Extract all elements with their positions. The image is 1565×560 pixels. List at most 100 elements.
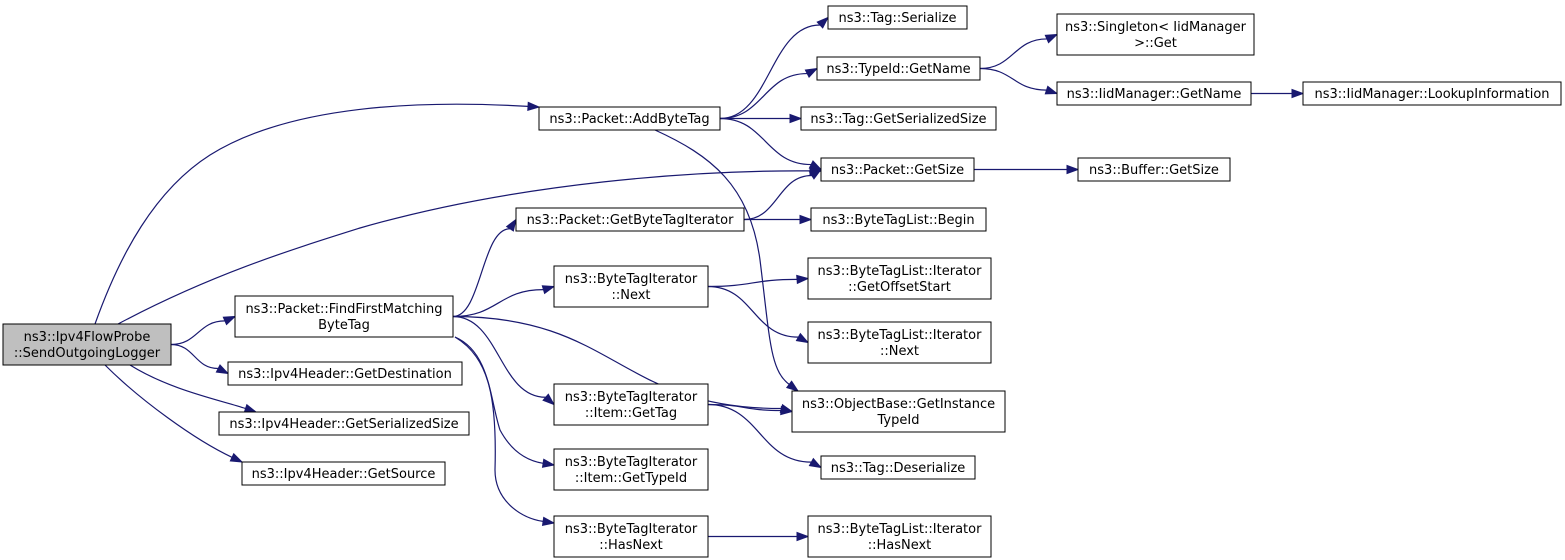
node-btlithasnext-box (807, 515, 992, 558)
node-btlitoffset-label-1: ::GetOffsetStart (848, 280, 951, 295)
node-btlitoffset-label-0: ns3::ByteTagList::Iterator (818, 264, 983, 279)
node-iidgetname[interactable]: ns3::IidManager::GetName (1056, 81, 1252, 106)
node-btigettag-label-0: ns3::ByteTagIterator (565, 390, 698, 405)
edge-root-to-getdest (170, 343, 230, 375)
node-btigettag-box (553, 383, 709, 426)
node-getsersize4[interactable]: ns3::Ipv4Header::GetSerializedSize (218, 411, 470, 436)
node-getsize-label-0: ns3::Packet::GetSize (831, 163, 964, 178)
call-edges (94, 16, 1305, 542)
node-getsize-box (820, 157, 975, 182)
edge-root-to-getsersize4 (129, 364, 258, 413)
node-getbytetagit[interactable]: ns3::Packet::GetByteTagIterator (515, 207, 745, 232)
node-btigettypeid-label-0: ns3::ByteTagIterator (565, 455, 698, 470)
node-btigettag[interactable]: ns3::ByteTagIterator::Item::GetTag (553, 383, 709, 426)
node-tagdeser-label-0: ns3::Tag::Deserialize (831, 461, 966, 476)
node-btigettag-label-1: ::Item::GetTag (585, 406, 677, 421)
node-objinst-box (791, 390, 1006, 433)
node-tagdeser-box (820, 455, 976, 480)
node-findfirst-label-0: ns3::Packet::FindFirstMatching (245, 302, 442, 317)
node-iidlookup-label-0: ns3::IidManager::LookupInformation (1314, 87, 1549, 102)
node-btlithasnext-label-1: ::HasNext (868, 538, 932, 553)
edge-root-to-findfirst (170, 315, 237, 346)
node-getdest[interactable]: ns3::Ipv4Header::GetDestination (227, 361, 463, 386)
edge-addbytetag-to-taggetsersize (720, 113, 803, 124)
node-root-label-1: ::SendOutgoingLogger (14, 346, 161, 361)
node-btinext[interactable]: ns3::ByteTagIterator::Next (553, 265, 709, 308)
edge-addbytetag-to-getsize (719, 117, 823, 171)
node-btigettypeid-box (553, 448, 709, 491)
node-btlitoffset-box (807, 257, 992, 300)
edge-iidgetname-to-iidlookup (1250, 88, 1305, 99)
node-tagdeser[interactable]: ns3::Tag::Deserialize (820, 455, 976, 480)
edge-addbytetag-to-objinst (654, 129, 800, 392)
node-getbytetagit-label-0: ns3::Packet::GetByteTagIterator (527, 213, 735, 228)
node-btlbegin-label-0: ns3::ByteTagList::Begin (822, 213, 974, 228)
call-nodes: ns3::Ipv4FlowProbe::SendOutgoingLoggerns… (2, 5, 1562, 558)
node-btihasnext[interactable]: ns3::ByteTagIterator::HasNext (553, 515, 709, 558)
node-addbytetag-box (538, 106, 721, 131)
node-btlitnext-label-0: ns3::ByteTagList::Iterator (818, 328, 983, 343)
edge-btinext-to-btlitoffset (707, 274, 810, 288)
edge-btihasnext-to-btlithasnext (707, 531, 810, 542)
node-tagserialize-label-0: ns3::Tag::Serialize (838, 11, 956, 26)
edge-getbytetagit-to-btlbegin (744, 214, 813, 225)
node-btinext-box (553, 265, 709, 308)
node-typeidname-box (816, 56, 981, 81)
node-btinext-label-1: ::Next (611, 288, 650, 303)
node-btlitnext[interactable]: ns3::ByteTagList::Iterator::Next (807, 321, 992, 364)
node-btinext-label-0: ns3::ByteTagIterator (565, 272, 698, 287)
edge-findfirst-to-getbytetagit (452, 218, 517, 318)
node-root[interactable]: ns3::Ipv4FlowProbe::SendOutgoingLogger (2, 323, 172, 366)
node-findfirst-label-1: ByteTag (318, 318, 370, 333)
edge-root-to-getsize (117, 166, 823, 325)
node-typeidname-label-0: ns3::TypeId::GetName (826, 62, 970, 77)
node-findfirst-box (234, 295, 454, 338)
node-taggetsersize-label-0: ns3::Tag::GetSerializedSize (810, 112, 986, 127)
node-objinst-label-0: ns3::ObjectBase::GetInstance (802, 397, 995, 412)
node-taggetsersize-box (800, 106, 997, 131)
node-btlithasnext[interactable]: ns3::ByteTagList::Iterator::HasNext (807, 515, 992, 558)
node-buffergetsize-box (1077, 157, 1231, 182)
node-singleton[interactable]: ns3::Singleton< IidManager>::Get (1056, 13, 1255, 56)
edge-getsize-to-buffergetsize (974, 164, 1080, 175)
node-btihasnext-box (553, 515, 709, 558)
edge-btinext-to-btlitnext (707, 285, 810, 344)
node-btihasnext-label-1: ::HasNext (599, 538, 663, 553)
node-getsize[interactable]: ns3::Packet::GetSize (820, 157, 975, 182)
node-tagserialize[interactable]: ns3::Tag::Serialize (827, 5, 968, 30)
node-iidlookup[interactable]: ns3::IidManager::LookupInformation (1302, 81, 1562, 106)
node-singleton-label-0: ns3::Singleton< IidManager (1065, 20, 1247, 35)
node-iidgetname-label-0: ns3::IidManager::GetName (1067, 87, 1242, 102)
node-btlitoffset[interactable]: ns3::ByteTagList::Iterator::GetOffsetSta… (807, 257, 992, 300)
node-btlitnext-label-1: ::Next (880, 344, 919, 359)
node-getsource-label-0: ns3::Ipv4Header::GetSource (252, 467, 436, 482)
node-singleton-label-1: >::Get (1134, 36, 1177, 51)
node-objinst-label-1: TypeId (877, 413, 920, 428)
edge-btigettag-to-tagdeser (707, 403, 823, 469)
node-buffergetsize-label-0: ns3::Buffer::GetSize (1089, 163, 1219, 178)
node-addbytetag[interactable]: ns3::Packet::AddByteTag (538, 106, 721, 131)
node-taggetsersize[interactable]: ns3::Tag::GetSerializedSize (800, 106, 997, 131)
node-getsource[interactable]: ns3::Ipv4Header::GetSource (241, 461, 446, 486)
node-tagserialize-box (827, 5, 968, 30)
edge-findfirst-to-btigettag (452, 315, 556, 406)
edge-getbytetagit-to-getsize (743, 168, 823, 221)
edge-root-to-getsource (104, 364, 244, 463)
node-btigettypeid[interactable]: ns3::ByteTagIterator::Item::GetTypeId (553, 448, 709, 491)
edge-findfirst-to-btigettypeid (454, 336, 556, 468)
node-addbytetag-label-0: ns3::Packet::AddByteTag (549, 112, 709, 127)
edge-findfirst-to-btinext (452, 285, 556, 318)
edge-root-to-addbytetag (94, 101, 541, 325)
node-btlbegin-box (810, 207, 987, 232)
node-typeidname[interactable]: ns3::TypeId::GetName (816, 56, 981, 81)
node-singleton-box (1056, 13, 1255, 56)
node-getsersize4-label-0: ns3::Ipv4Header::GetSerializedSize (229, 417, 458, 432)
node-buffergetsize[interactable]: ns3::Buffer::GetSize (1077, 157, 1231, 182)
node-btlbegin[interactable]: ns3::ByteTagList::Begin (810, 207, 987, 232)
edge-addbytetag-to-tagserialize (719, 16, 830, 120)
node-btihasnext-label-0: ns3::ByteTagIterator (565, 522, 698, 537)
node-iidgetname-box (1056, 81, 1252, 106)
